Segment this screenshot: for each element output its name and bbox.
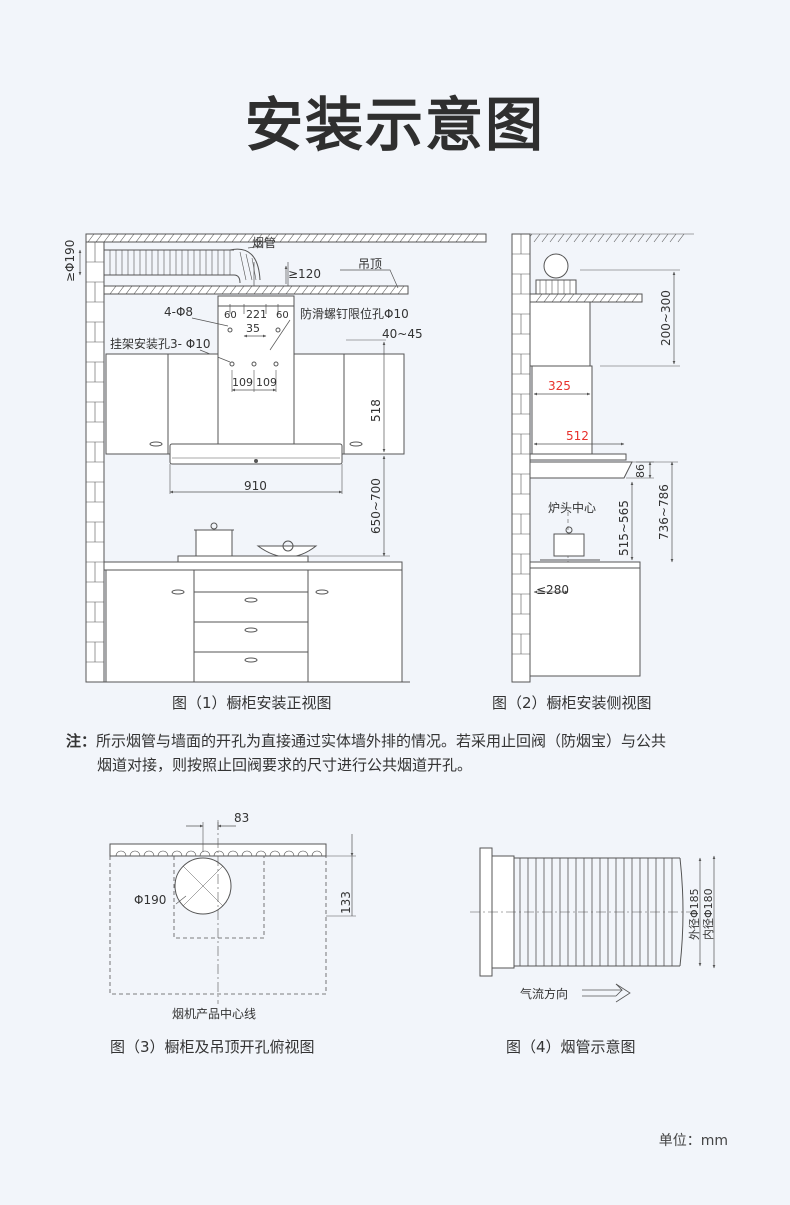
center-line-label: 烟机产品中心线 — [172, 1006, 256, 1021]
fig3-caption: 图（3）橱柜及吊顶开孔俯视图 — [110, 1038, 315, 1056]
page-title: 安装示意图 — [244, 91, 545, 159]
fig1-front-view: 烟管 吊顶 ≥Φ190 ≥120 4-Φ8 60 221 60 防滑螺钉限位孔Φ… — [63, 233, 487, 683]
dim-910: 910 — [244, 479, 267, 493]
hanger-label: 挂架安装孔3- Φ10 — [110, 336, 211, 351]
dim-133: 133 — [339, 891, 353, 914]
fig3-top-view: 83 Φ190 133 烟机产品中心线 — [109, 811, 356, 1021]
ge120-label: ≥120 — [288, 267, 321, 281]
airflow-label: 气流方向 — [520, 986, 568, 1001]
dim-83: 83 — [234, 811, 249, 825]
anti-slip-label: 防滑螺钉限位孔Φ10 — [300, 306, 409, 321]
holes-4-label: 4-Φ8 — [164, 305, 193, 319]
dim-221: 221 — [246, 308, 267, 321]
flue-pipe-label: 烟管 — [252, 235, 276, 250]
phi190-label: ≥Φ190 — [63, 240, 77, 282]
dim-736-786: 736~786 — [657, 484, 671, 540]
dim-40-45: 40~45 — [382, 327, 423, 341]
dim-le280: ≤280 — [536, 583, 569, 597]
dim-35: 35 — [246, 322, 260, 335]
note-line-2: 烟道对接，则按照止回阀要求的尺寸进行公共烟道开孔。 — [97, 756, 473, 774]
dim-109b: 109 — [256, 376, 277, 389]
dim-518: 518 — [369, 399, 383, 422]
burner-center-label: 炉头中心 — [548, 500, 596, 515]
unit-label: 单位：mm — [658, 1133, 728, 1149]
fig2-caption: 图（2）橱柜安装侧视图 — [492, 694, 652, 712]
dim-200-300: 200~300 — [659, 290, 673, 346]
dim-109a: 109 — [232, 376, 253, 389]
fig1-caption: 图（1）橱柜安装正视图 — [172, 694, 332, 712]
note-label: 注： — [66, 732, 97, 750]
fig2-side-view: 200~300 325 512 86 736~786 炉头中心 515~565 … — [511, 233, 694, 683]
dim-515-565: 515~565 — [617, 500, 631, 556]
ceiling-label: 吊顶 — [358, 257, 382, 271]
dim-650-700: 650~700 — [369, 478, 383, 534]
dim-60b: 60 — [276, 310, 289, 321]
dim-325: 325 — [548, 379, 571, 393]
note-block: 注：所示烟管与墙面的开孔为直接通过实体墙外排的情况。若采用止回阀（防烟宝）与公共… — [66, 729, 746, 777]
phi190-top-label: Φ190 — [134, 893, 166, 907]
fig4-flue-pipe: 外径Φ185 内径Φ180 气流方向 — [470, 847, 716, 1003]
dim-86: 86 — [634, 464, 647, 478]
note-line-1: 所示烟管与墙面的开孔为直接通过实体墙外排的情况。若采用止回阀（防烟宝）与公共 — [96, 732, 667, 750]
dim-60a: 60 — [224, 310, 237, 321]
fig4-caption: 图（4）烟管示意图 — [506, 1038, 636, 1056]
outer-diameter-label: 外径Φ185 — [688, 888, 701, 940]
dim-512: 512 — [566, 429, 589, 443]
inner-diameter-label: 内径Φ180 — [701, 888, 715, 940]
